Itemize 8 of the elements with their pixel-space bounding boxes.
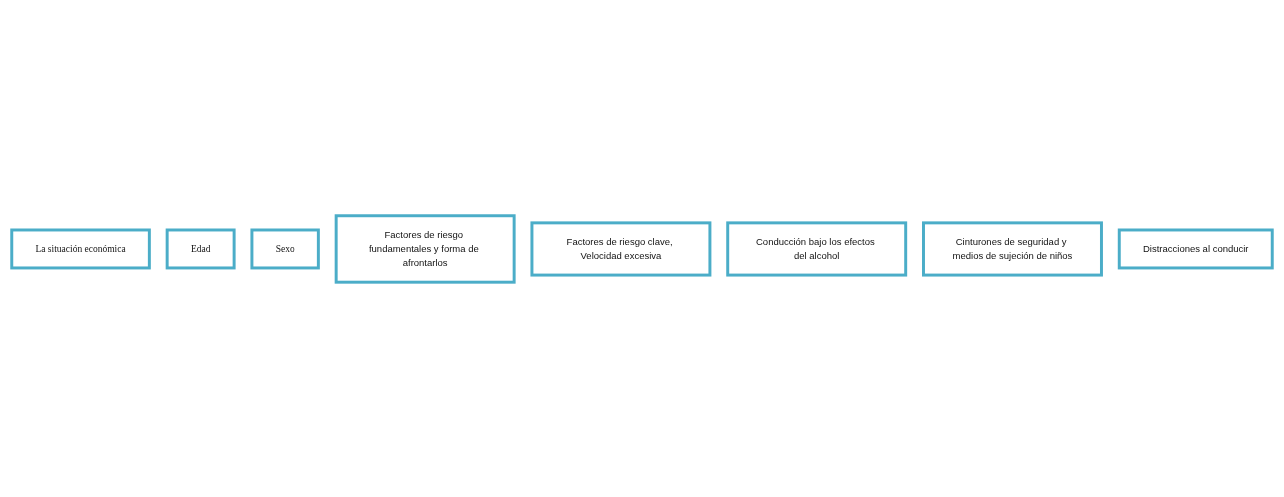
- node-box: Cinturones de seguridad y medios de sujeción de niños: [922, 220, 1103, 277]
- node-box: Distracciones al conducir: [1117, 228, 1274, 269]
- node-box: Factores de riesgo clave, Velocidad excesiva: [530, 220, 712, 277]
- node-box: Edad: [165, 228, 236, 269]
- node-box: La situación económica: [10, 228, 151, 269]
- node-box: Factores de riesgo fundamentales y forma de afrontarlos: [334, 213, 516, 284]
- node-box: Conducción bajo los efectos del alcohol: [726, 220, 908, 277]
- node-box: Sexo: [250, 228, 320, 269]
